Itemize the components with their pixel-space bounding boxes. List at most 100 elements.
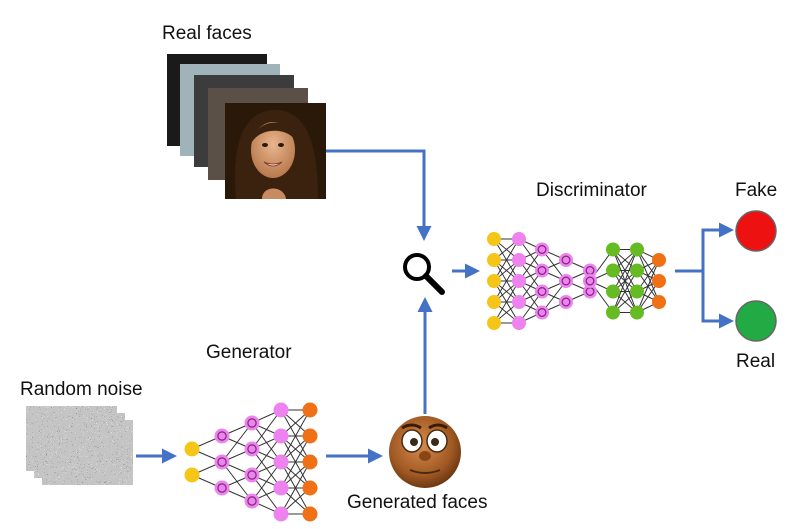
generator-node-hidden [273, 402, 289, 418]
real-output-node [735, 300, 777, 342]
discriminator-node-ring [537, 245, 547, 254]
real-faces-stack [167, 54, 326, 199]
discriminator-node-conv [535, 242, 549, 257]
generator-node-conv [244, 441, 260, 457]
discriminator-node-dense [630, 242, 644, 257]
fake-label: Fake [735, 180, 777, 201]
generator-edge [280, 461, 311, 515]
generator-node-output [302, 480, 318, 496]
discriminator-node-dense [606, 242, 620, 257]
random-noise-label: Random noise [20, 379, 143, 400]
real-faces-label: Real faces [162, 23, 252, 44]
discriminator-node-conv [583, 274, 597, 288]
generator-edge [221, 422, 253, 463]
generator-node-ring [247, 444, 257, 454]
discriminator-node-output [652, 253, 666, 267]
real-to-compare-arrow [326, 149, 432, 241]
generator-node-conv [214, 428, 230, 444]
generator-node-output [302, 454, 318, 470]
discriminator-node-dense [606, 305, 620, 320]
discriminator-node-hidden [512, 316, 526, 330]
generator-node-ring [247, 496, 257, 506]
generator-node-conv [214, 480, 230, 496]
generator-node-hidden [273, 480, 289, 496]
generator-edge [280, 435, 311, 489]
discriminator-edge [612, 249, 638, 313]
generated-faces-label: Generated faces [347, 492, 487, 513]
discriminator-node-conv [559, 253, 573, 267]
fake-output-node [735, 210, 777, 252]
generator-edge [251, 461, 282, 502]
generator-node-hidden [273, 428, 289, 444]
discriminator-node-hidden [512, 295, 526, 309]
generator-node-conv [244, 493, 260, 509]
discriminator-node-hidden [512, 253, 526, 267]
generator-node-hidden [273, 506, 289, 522]
discriminator-node-ring [537, 308, 547, 317]
discriminator-node-conv [559, 274, 573, 288]
discriminator-node-dense [606, 263, 620, 278]
discriminator-edge [493, 238, 520, 282]
discriminator-node-hidden [512, 232, 526, 246]
discriminator-node-input [487, 232, 501, 246]
discriminator-label: Discriminator [536, 180, 648, 201]
generator-label: Generator [206, 342, 292, 363]
fake-arrow [675, 222, 734, 273]
generator-node-conv [244, 415, 260, 431]
generator-edge [280, 409, 311, 463]
discriminator-node-output [652, 274, 666, 288]
generator-node-conv [244, 467, 260, 483]
discriminator-node-input [487, 316, 501, 330]
discriminator-node-ring [537, 266, 547, 275]
discriminator-node-output [652, 295, 666, 309]
real-label: Real [736, 351, 775, 372]
generator-edge [251, 409, 282, 450]
discriminator-node-ring [561, 255, 571, 265]
discriminator-node-dense [606, 284, 620, 299]
generator-node-ring [217, 431, 227, 441]
discriminator-node-conv [535, 284, 549, 299]
real-face-photo [225, 103, 326, 199]
generator-node-ring [217, 483, 227, 493]
noise-image-stack [26, 406, 134, 486]
discriminator-edge [493, 280, 520, 324]
discriminator-node-input [487, 295, 501, 309]
generator-node-output [302, 402, 318, 418]
generator-node-ring [247, 470, 257, 480]
generator-node-ring [247, 418, 257, 428]
discriminator-edge [636, 259, 660, 313]
discriminator-node-hidden [512, 274, 526, 288]
discriminator-node-conv [583, 263, 597, 278]
discriminator-node-input [487, 274, 501, 288]
generator-node-output [302, 506, 318, 522]
discriminator-node-dense [630, 284, 644, 299]
discriminator-node-conv [583, 284, 597, 299]
discriminator-edge [493, 259, 520, 303]
discriminator-node-conv [535, 305, 549, 320]
discriminator-node-conv [535, 263, 549, 278]
discriminator-node-input [487, 253, 501, 267]
discriminator-network [487, 232, 666, 330]
generator-node-input [184, 441, 200, 457]
discriminator-edge [612, 249, 638, 292]
generator-node-output [302, 428, 318, 444]
discriminator-node-conv [559, 295, 573, 309]
cartoon-face-icon [389, 416, 461, 488]
discriminator-node-ring [561, 297, 571, 307]
generator-network [184, 402, 318, 522]
discriminator-node-dense [630, 263, 644, 278]
decision-arrows [675, 222, 734, 329]
discriminator-node-dense [630, 305, 644, 320]
generator-node-ring [217, 457, 227, 467]
generator-node-hidden [273, 454, 289, 470]
noise-image-layer [41, 419, 134, 486]
discriminator-node-ring [585, 276, 595, 286]
discriminator-node-ring [537, 287, 547, 296]
generator-node-conv [214, 454, 230, 470]
generator-edge [251, 435, 282, 476]
magnifier-icon [403, 253, 445, 295]
generator-node-input [184, 467, 200, 483]
real-arrow [701, 271, 734, 329]
discriminator-node-ring [561, 276, 571, 286]
